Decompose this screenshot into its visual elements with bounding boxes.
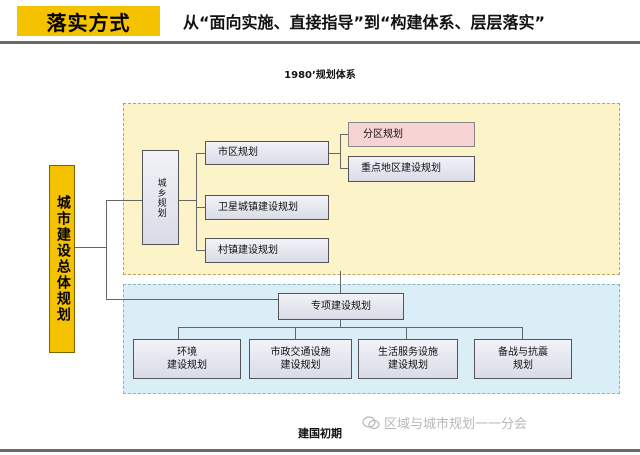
top-divider: [0, 41, 640, 44]
connector: [75, 247, 107, 248]
connector: [522, 327, 523, 339]
connector: [406, 327, 407, 339]
connector: [196, 207, 205, 208]
bottom-divider: [0, 449, 640, 452]
node-defense-earthquake-planning: 备战与抗震 规划: [474, 339, 572, 379]
connector: [179, 200, 197, 201]
node-zoning-planning: 分区规划: [348, 122, 475, 147]
node-city-district-planning: 市区规划: [205, 141, 329, 165]
page-title: 从“面向实施、直接指导”到“构建体系、层层落实”: [183, 13, 546, 32]
node-special-planning: 专项建设规划: [278, 293, 404, 320]
connector: [340, 134, 348, 135]
connector: [329, 153, 340, 154]
root-node-city-master-plan: 城市建设总体规划: [49, 165, 75, 353]
connector: [295, 327, 296, 339]
connector: [196, 250, 205, 251]
diagram-subtitle: 1980’规划体系: [284, 70, 356, 81]
connector: [196, 153, 197, 251]
connector: [106, 200, 107, 300]
connector: [340, 320, 341, 327]
footer-caption: 建国初期: [298, 427, 342, 440]
section-tag: 落实方式: [17, 6, 160, 36]
connector: [340, 168, 348, 169]
node-key-area-planning: 重点地区建设规划: [348, 156, 475, 182]
connector: [196, 153, 205, 154]
watermark-text: 区域与城市规划一一分会: [384, 417, 528, 432]
node-satellite-town-planning: 卫星城镇建设规划: [205, 195, 329, 220]
connector: [106, 299, 278, 300]
node-village-town-planning: 村镇建设规划: [205, 238, 329, 263]
connector: [106, 200, 142, 201]
node-living-services-planning: 生活服务设施 建设规划: [358, 339, 458, 379]
connector: [340, 134, 341, 169]
node-municipal-transport-planning: 市政交通设施 建设规划: [249, 339, 352, 379]
wechat-icon: [362, 415, 380, 429]
node-environment-planning: 环境 建设规划: [133, 339, 241, 379]
node-urban-rural-planning: 城乡规划: [142, 150, 179, 245]
connector: [178, 327, 523, 328]
connector: [178, 327, 179, 339]
connector: [340, 271, 341, 293]
watermark: 区域与城市规划一一分会: [362, 413, 527, 432]
